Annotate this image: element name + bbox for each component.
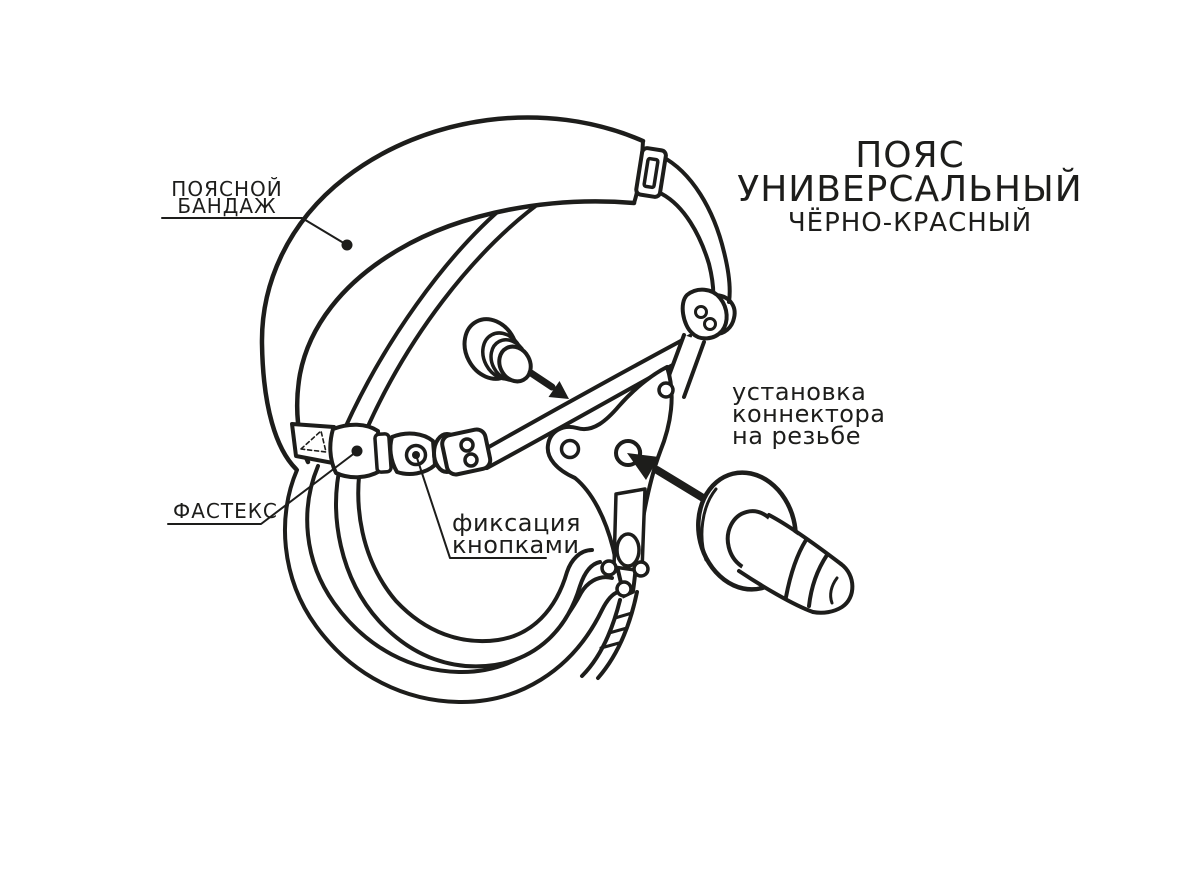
connector-plug xyxy=(696,470,855,615)
leader-dot xyxy=(412,451,420,459)
plate-hole-left xyxy=(559,438,581,460)
label-connector-line1: установка xyxy=(732,378,866,406)
label-fastex-text: ФАСТЕКС xyxy=(173,499,278,523)
plate-hole-top xyxy=(657,381,675,399)
top-strap xyxy=(659,154,732,304)
label-waist-band: ПОЯСНОЙ БАНДАЖ xyxy=(171,177,282,218)
leader-dot xyxy=(341,239,353,251)
stitch-hatch xyxy=(613,611,634,620)
leader-fastex xyxy=(167,445,363,525)
stitch-hatch xyxy=(607,626,629,635)
mounting-plate xyxy=(545,365,675,615)
plate-slot-hole xyxy=(615,532,641,568)
plate-hole-bottom xyxy=(615,580,633,598)
fastex-buckle xyxy=(290,422,493,480)
label-connector-line2: коннектора xyxy=(732,400,885,428)
waist-band xyxy=(259,115,646,472)
leg-loop-outer xyxy=(283,464,620,705)
product-title: ПОЯС УНИВЕРСАЛЬНЫЙ ЧЁРНО-КРАСНЫЙ xyxy=(737,135,1082,238)
d-ring-hole xyxy=(694,305,708,319)
strap-slider xyxy=(634,146,668,199)
d-ring-hole xyxy=(703,317,717,331)
leg-strap xyxy=(580,590,639,680)
buckle-tab-stitch xyxy=(300,430,327,453)
leader-button-lock xyxy=(412,451,547,559)
label-waist-band-line1: ПОЯСНОЙ xyxy=(171,177,282,201)
buckle-tab xyxy=(290,422,336,465)
title-line-2: УНИВЕРСАЛЬНЫЙ xyxy=(737,168,1082,210)
leader-dot xyxy=(351,445,363,457)
button-plug xyxy=(462,317,533,384)
right-strap xyxy=(478,334,700,470)
connector-tip xyxy=(811,562,855,615)
label-connector-line3: на резьбе xyxy=(732,422,861,450)
title-line-1: ПОЯС xyxy=(855,135,965,176)
plate-hole-bottom-left xyxy=(600,559,618,577)
label-connector-install: установка коннектора на резьбе xyxy=(732,378,885,450)
stitch-hatch xyxy=(599,641,621,650)
button-hole xyxy=(463,452,479,468)
plug-arrow xyxy=(527,369,569,399)
title-subtitle: ЧЁРНО-КРАСНЫЙ xyxy=(788,206,1032,238)
label-fastex: ФАСТЕКС xyxy=(173,499,278,523)
plate-hole-bottom-right xyxy=(632,560,650,578)
install-arrow xyxy=(627,453,712,505)
button-hole xyxy=(459,437,475,453)
label-button-lock: фиксация кнопками xyxy=(452,509,581,559)
slider-slot xyxy=(642,156,660,190)
d-ring xyxy=(680,287,737,341)
label-button-lock-line2: кнопками xyxy=(452,531,579,559)
leader-waist-band xyxy=(161,217,353,251)
label-button-lock-line1: фиксация xyxy=(452,509,581,537)
leg-loop-inner xyxy=(334,454,602,669)
label-waist-band-line2: БАНДАЖ xyxy=(177,194,276,218)
